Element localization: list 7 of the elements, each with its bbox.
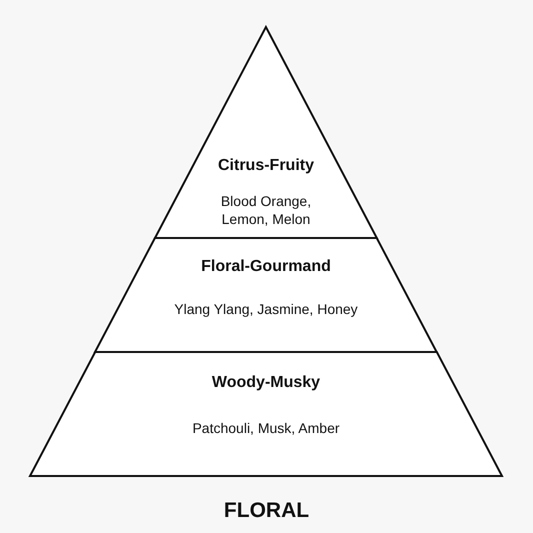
tier-heading: Citrus-Fruity [216, 157, 315, 175]
tier-notes: Ylang Ylang, Jasmine, Honey [173, 300, 359, 318]
tier-notes: Patchouli, Musk, Amber [191, 419, 341, 437]
tier-notes: Blood Orange, Lemon, Melon [220, 192, 312, 228]
title: FLORAL [222, 499, 310, 523]
tier-heading: Floral-Gourmand [200, 258, 332, 276]
tier-heading: Woody-Musky [210, 374, 322, 392]
